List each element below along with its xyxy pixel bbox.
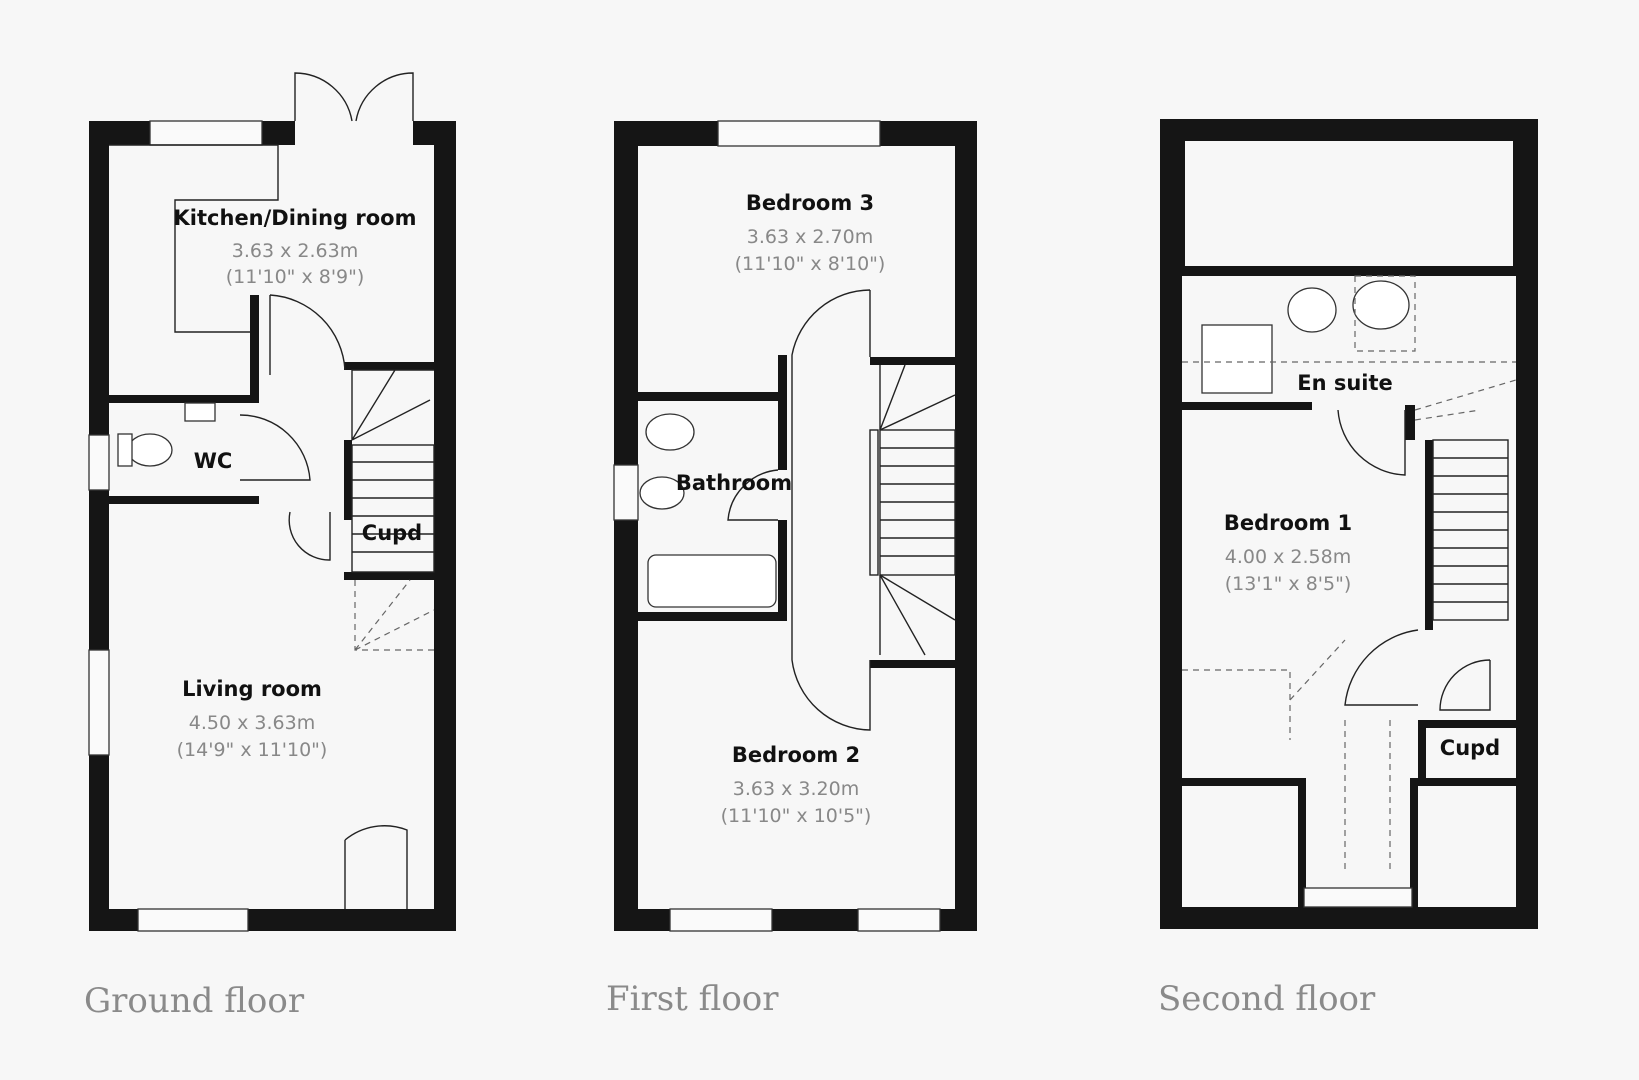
window xyxy=(1303,887,1413,908)
room-name: Bedroom 2 xyxy=(732,743,860,767)
room-dimensions-metric: 3.63 x 2.70m xyxy=(747,226,873,248)
window xyxy=(613,464,639,521)
window xyxy=(717,120,881,147)
room-name: Bedroom 3 xyxy=(746,191,874,215)
window xyxy=(857,908,941,932)
window xyxy=(88,434,110,491)
french-door xyxy=(294,72,353,122)
toilet-icon xyxy=(127,433,173,467)
second-floor-plan: En suite Bedroom 1 4.00 x 2.58m (13'1" x… xyxy=(1158,119,1538,1019)
room-dimensions-imperial: (11'10" x 8'9") xyxy=(226,266,365,288)
staircase xyxy=(1432,439,1509,621)
door-swing xyxy=(288,511,331,561)
door-swing xyxy=(1439,659,1491,711)
floor-label: First floor xyxy=(606,979,779,1019)
basin-icon xyxy=(184,402,216,422)
window xyxy=(669,908,773,932)
room-name: En suite xyxy=(1297,371,1393,395)
room-name: Kitchen/Dining room xyxy=(174,206,417,230)
room-name: WC xyxy=(194,449,233,473)
door-swing xyxy=(1337,409,1406,476)
shower-icon xyxy=(1201,324,1273,394)
room-dimensions-metric: 4.50 x 3.63m xyxy=(189,712,315,734)
window xyxy=(137,908,249,932)
toilet-icon xyxy=(645,413,695,451)
room-name: Bathroom xyxy=(676,471,792,495)
room-dimensions-metric: 4.00 x 2.58m xyxy=(1225,546,1351,568)
room-name: Cupd xyxy=(362,521,422,545)
window xyxy=(88,649,110,756)
room-name: Living room xyxy=(182,677,322,701)
window xyxy=(149,120,263,146)
french-door xyxy=(355,72,414,122)
basin-icon xyxy=(639,476,685,510)
room-dimensions-imperial: (11'10" x 10'5") xyxy=(721,805,872,827)
room-dimensions-imperial: (11'10" x 8'10") xyxy=(735,253,886,275)
room-dimensions-imperial: (14'9" x 11'10") xyxy=(177,739,328,761)
room-name: Cupd xyxy=(1440,736,1500,760)
ground-floor-plan: Kitchen/Dining room 3.63 x 2.63m (11'10"… xyxy=(84,72,456,1021)
staircase xyxy=(351,369,435,651)
first-floor-plan: Bedroom 3 3.63 x 2.70m (11'10" x 8'10") … xyxy=(606,120,977,1019)
bath-icon xyxy=(647,554,777,608)
door-swing xyxy=(727,469,779,521)
room-dimensions-metric: 3.63 x 2.63m xyxy=(232,240,358,262)
door-swing xyxy=(1344,629,1419,706)
floor-label: Ground floor xyxy=(84,981,305,1021)
door-swing xyxy=(269,294,346,375)
room-name: Bedroom 1 xyxy=(1224,511,1352,535)
door-swing xyxy=(239,414,311,481)
room-dimensions-imperial: (13'1" x 8'5") xyxy=(1225,573,1352,595)
staircase xyxy=(869,364,956,656)
toilet-icon xyxy=(1287,287,1337,333)
basin-icon xyxy=(1352,280,1410,330)
floor-label: Second floor xyxy=(1158,979,1376,1019)
door-swing xyxy=(791,289,871,731)
room-dimensions-metric: 3.63 x 3.20m xyxy=(733,778,859,800)
door-swing xyxy=(344,825,408,909)
